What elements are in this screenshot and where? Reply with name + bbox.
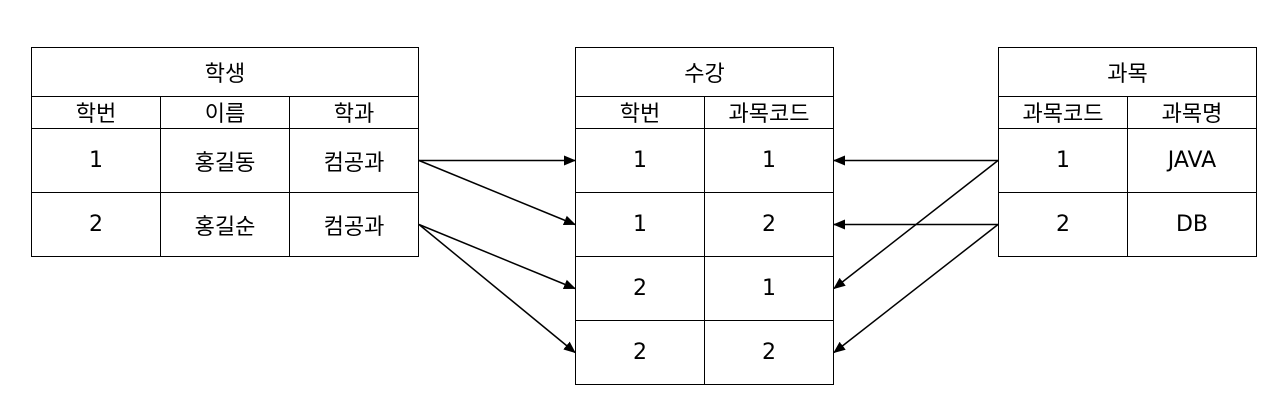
enroll-cell-student-id: 1: [575, 192, 705, 257]
enroll-cell-student-id: 2: [575, 256, 705, 321]
course-col-code: 과목코드: [998, 96, 1128, 129]
student-cell-id: 1: [31, 128, 161, 193]
enroll-row: 1 1: [575, 128, 835, 193]
course-row: 1 JAVA: [998, 128, 1258, 193]
enroll-cell-course-code: 1: [703, 128, 835, 193]
course-to-enroll-arrow: [833, 159, 999, 290]
student-table-title: 학생: [31, 47, 419, 97]
student-to-enroll-arrow: [418, 223, 576, 290]
student-to-enroll-arrow: [418, 223, 576, 354]
student-cell-name: 홍길순: [160, 192, 290, 257]
course-col-name: 과목명: [1126, 96, 1258, 129]
course-table: 과목 과목코드 과목명 1 JAVA 2 DB: [997, 47, 1258, 257]
student-to-enroll-arrow: [418, 159, 576, 226]
enroll-cell-course-code: 2: [703, 320, 835, 385]
enroll-row: 2 1: [575, 256, 835, 321]
enroll-col-course-code: 과목코드: [703, 96, 835, 129]
enroll-col-student-id: 학번: [575, 96, 705, 129]
enroll-row: 1 2: [575, 192, 835, 257]
enroll-cell-course-code: 2: [703, 192, 835, 257]
course-cell-name: DB: [1126, 192, 1258, 257]
enroll-cell-student-id: 1: [575, 128, 705, 193]
enroll-cell-course-code: 1: [703, 256, 835, 321]
enroll-table-title: 수강: [574, 47, 835, 97]
student-cell-id: 2: [31, 192, 161, 257]
student-col-dept: 학과: [289, 96, 419, 129]
student-table: 학생 학번 이름 학과 1 홍길동 컴공과 2 홍길순 컴공과: [31, 47, 419, 257]
course-cell-name: JAVA: [1126, 128, 1258, 193]
enroll-table: 수강 학번 과목코드 1 1 1 2 2 1 2 2: [574, 47, 835, 385]
course-to-enroll-arrow: [833, 223, 999, 354]
student-cell-name: 홍길동: [160, 128, 290, 193]
student-cell-dept: 컴공과: [289, 128, 419, 193]
student-col-name: 이름: [160, 96, 290, 129]
course-table-title: 과목: [997, 47, 1258, 97]
student-row: 2 홍길순 컴공과: [31, 192, 419, 257]
student-col-id: 학번: [31, 96, 161, 129]
course-row: 2 DB: [998, 192, 1258, 257]
course-cell-code: 1: [998, 128, 1128, 193]
course-cell-code: 2: [998, 192, 1128, 257]
enroll-cell-student-id: 2: [575, 320, 705, 385]
student-cell-dept: 컴공과: [289, 192, 419, 257]
enroll-row: 2 2: [575, 320, 835, 385]
student-row: 1 홍길동 컴공과: [31, 128, 419, 193]
